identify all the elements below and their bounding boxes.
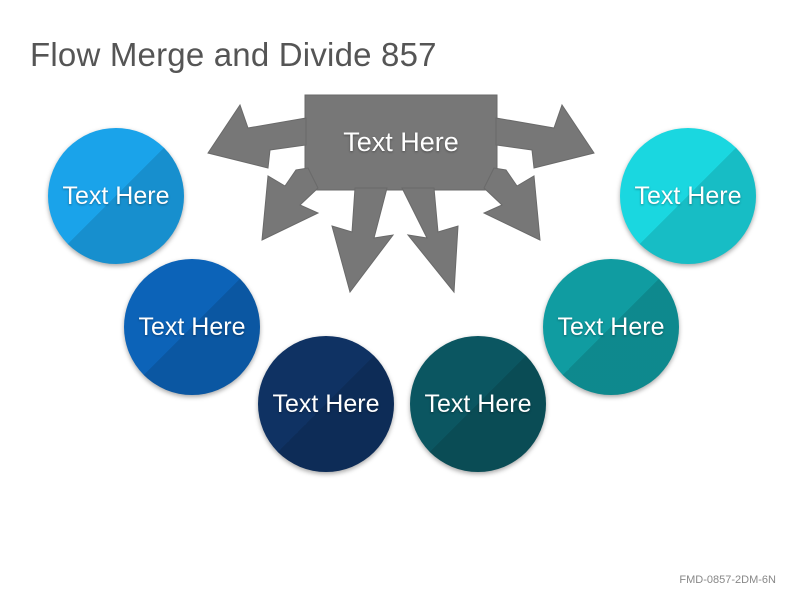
arrow-lower-left [261, 167, 320, 241]
circle-6-label: Text Here [634, 181, 742, 210]
circle-3-label: Text Here [272, 389, 380, 418]
circle-1-label: Text Here [62, 181, 170, 210]
footer-code: FMD-0857-2DM-6N [679, 574, 776, 586]
arrow-left [207, 103, 307, 169]
hub-block [304, 94, 498, 191]
circle-2-label: Text Here [138, 312, 246, 341]
arrow-bottom-right [401, 187, 459, 294]
circle-5-label: Text Here [557, 312, 665, 341]
circle-3: Text Here [258, 336, 394, 472]
circle-5: Text Here [543, 259, 679, 395]
circle-4-label: Text Here [424, 389, 532, 418]
circle-6: Text Here [620, 128, 756, 264]
arrow-bottom-left [331, 187, 395, 294]
circle-1: Text Here [48, 128, 184, 264]
hub-label: Text Here [343, 127, 459, 157]
arrow-lower-right [482, 167, 541, 241]
circle-4: Text Here [410, 336, 546, 472]
page-title: Flow Merge and Divide 857 [30, 36, 437, 73]
circle-2: Text Here [124, 259, 260, 395]
arrow-right [495, 103, 595, 169]
